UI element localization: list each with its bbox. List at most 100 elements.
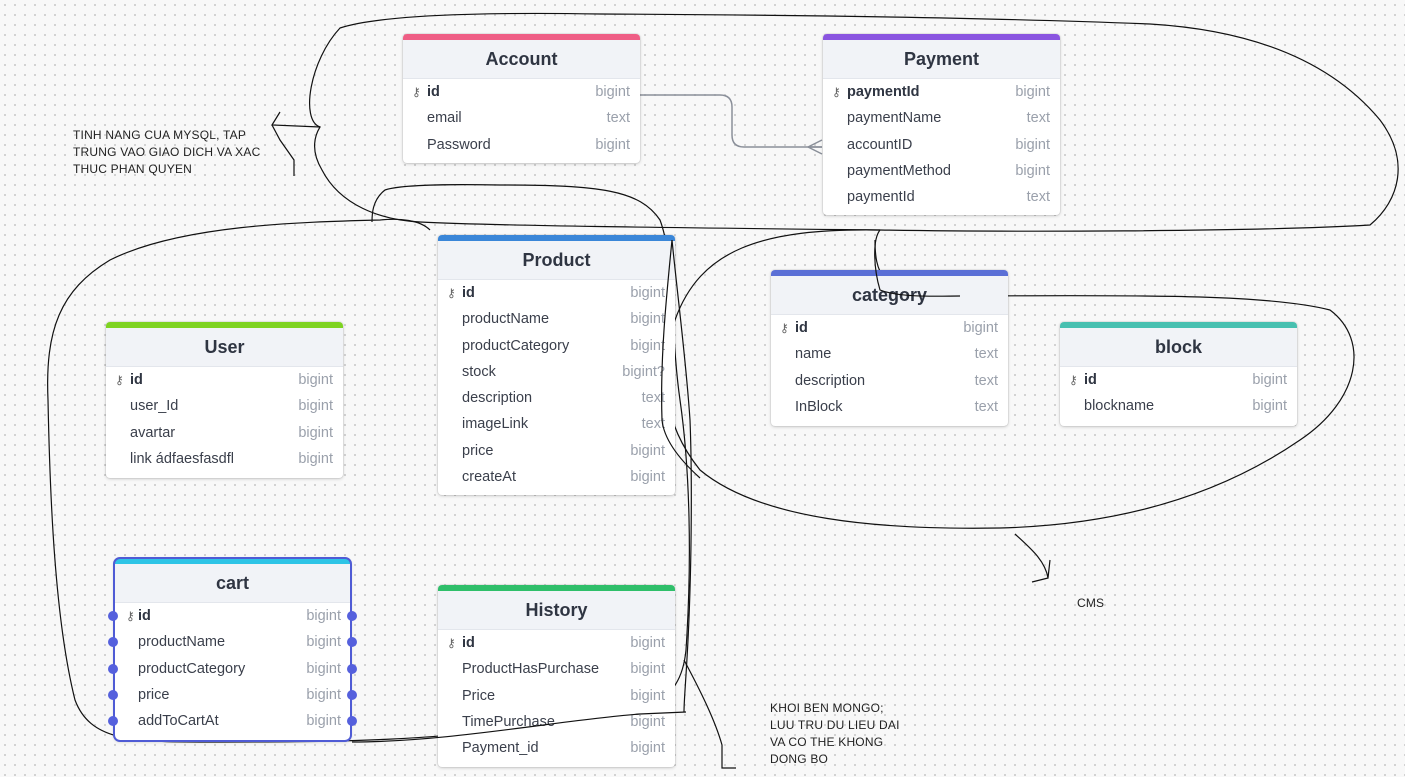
table-color-bar — [1060, 322, 1297, 328]
column-type: bigint — [630, 469, 665, 486]
column-type: bigint — [1252, 398, 1287, 415]
column-row[interactable]: InBlock text — [771, 394, 1008, 420]
column-row[interactable]: link ádfaesfasdfl bigint — [106, 446, 343, 472]
column-name: stock — [462, 363, 496, 380]
note-cms[interactable]: CMS — [1077, 596, 1105, 610]
note-mongo[interactable]: KHOI BEN MONGO; LUU TRU DU LIEU DAI VA C… — [770, 701, 900, 766]
column-row[interactable]: paymentId text — [823, 184, 1060, 210]
connection-handle[interactable] — [347, 689, 357, 700]
table-payment[interactable]: Payment ⚷ paymentId bigint paymentName t… — [823, 34, 1060, 215]
column-type: bigint — [595, 136, 630, 153]
table-history[interactable]: History ⚷ id bigint ProductHasPurchase b… — [438, 585, 675, 767]
table-title: History — [438, 591, 675, 630]
column-type: bigint — [630, 635, 665, 651]
column-row[interactable]: description text — [438, 385, 675, 411]
column-row[interactable]: ⚷ id bigint — [771, 315, 1008, 341]
column-type: bigint — [298, 424, 333, 441]
column-row[interactable]: stock bigint? — [438, 359, 675, 385]
column-name: accountID — [847, 136, 913, 153]
column-row[interactable]: createAt bigint — [438, 464, 675, 490]
column-type: bigint — [306, 686, 341, 703]
column-row[interactable]: user_Id bigint — [106, 393, 343, 419]
table-title: block — [1060, 328, 1297, 367]
relation-line[interactable] — [640, 94, 822, 148]
column-type: bigint — [298, 450, 333, 467]
column-type: bigint — [630, 661, 665, 678]
column-row[interactable]: price bigint — [108, 682, 357, 708]
table-product[interactable]: Product ⚷ id bigint productName bigint p… — [438, 235, 675, 495]
column-row[interactable]: paymentName text — [823, 105, 1060, 131]
column-row[interactable]: imageLink text — [438, 411, 675, 437]
column-name: id — [462, 285, 475, 301]
column-row[interactable]: ⚷ id bigint — [108, 603, 357, 629]
table-category[interactable]: category ⚷ id bigint name text descripti… — [771, 270, 1008, 426]
column-row[interactable]: productName bigint — [108, 629, 357, 655]
column-type: text — [1026, 110, 1050, 127]
table-color-bar — [106, 322, 343, 328]
column-row[interactable]: addToCartAt bigint — [108, 708, 357, 734]
column-row[interactable]: ⚷ id bigint — [1060, 367, 1297, 393]
connection-handle[interactable] — [347, 637, 357, 648]
table-cart[interactable]: cart ⚷ id bigint productName bigint prod… — [108, 557, 357, 742]
table-account[interactable]: Account ⚷ id bigint email text Password … — [403, 34, 640, 163]
table-user[interactable]: User ⚷ id bigint user_Id bigint avartar … — [106, 322, 343, 478]
column-type: bigint — [306, 660, 341, 677]
column-name: createAt — [462, 469, 516, 486]
column-row[interactable]: productName bigint — [438, 306, 675, 332]
column-row[interactable]: price bigint — [438, 438, 675, 464]
connection-handle[interactable] — [108, 663, 118, 674]
column-row[interactable]: TimePurchase bigint — [438, 709, 675, 735]
column-type: bigint — [595, 84, 630, 100]
connection-handle[interactable] — [347, 611, 357, 621]
column-type: bigint — [1015, 136, 1050, 153]
column-name: productCategory — [138, 660, 246, 677]
column-name: TimePurchase — [462, 713, 555, 730]
column-type: text — [641, 416, 665, 433]
table-color-bar — [823, 34, 1060, 40]
column-row[interactable]: productCategory bigint — [438, 333, 675, 359]
column-type: bigint — [630, 442, 665, 459]
column-row[interactable]: ⚷ id bigint — [438, 280, 675, 306]
column-name: id — [130, 372, 143, 388]
connection-handle[interactable] — [347, 716, 357, 727]
table-color-bar — [438, 235, 675, 241]
column-type: bigint — [630, 687, 665, 704]
column-name: blockname — [1084, 398, 1155, 415]
column-name: ProductHasPurchase — [462, 661, 600, 678]
column-name: user_Id — [130, 398, 179, 415]
column-name: productName — [138, 634, 226, 651]
column-type: bigint — [630, 713, 665, 730]
table-block[interactable]: block ⚷ id bigint blockname bigint — [1060, 322, 1297, 426]
column-row[interactable]: email text — [403, 105, 640, 131]
connection-handle[interactable] — [108, 611, 118, 621]
note-mysql[interactable]: TINH NANG CUA MYSQL, TAP TRUNG VAO GIAO … — [73, 128, 261, 176]
column-name: imageLink — [462, 416, 529, 433]
column-name: price — [462, 442, 494, 459]
column-row[interactable]: accountID bigint — [823, 132, 1060, 158]
column-row[interactable]: avartar bigint — [106, 420, 343, 446]
column-row[interactable]: ⚷ paymentId bigint — [823, 79, 1060, 105]
key-icon: ⚷ — [126, 609, 135, 623]
connection-handle[interactable] — [347, 663, 357, 674]
column-row[interactable]: ProductHasPurchase bigint — [438, 656, 675, 682]
column-name: description — [795, 372, 866, 389]
key-icon: ⚷ — [447, 636, 456, 650]
column-row[interactable]: paymentMethod bigint — [823, 158, 1060, 184]
column-row[interactable]: ⚷ id bigint — [403, 79, 640, 105]
connection-handle[interactable] — [108, 637, 118, 648]
column-row[interactable]: ⚷ id bigint — [438, 630, 675, 656]
column-name: productName — [462, 311, 550, 328]
column-row[interactable]: productCategory bigint — [108, 656, 357, 682]
connection-handle[interactable] — [108, 716, 118, 727]
connection-handle[interactable] — [108, 689, 118, 700]
column-row[interactable]: ⚷ id bigint — [106, 367, 343, 393]
column-type: bigint — [630, 740, 665, 757]
column-row[interactable]: Password bigint — [403, 132, 640, 158]
column-row[interactable]: description text — [771, 368, 1008, 394]
column-row[interactable]: Payment_id bigint — [438, 735, 675, 761]
column-type: bigint? — [622, 363, 665, 380]
column-row[interactable]: Price bigint — [438, 683, 675, 709]
column-row[interactable]: blockname bigint — [1060, 393, 1297, 419]
column-name: name — [795, 346, 832, 363]
column-row[interactable]: name text — [771, 341, 1008, 367]
